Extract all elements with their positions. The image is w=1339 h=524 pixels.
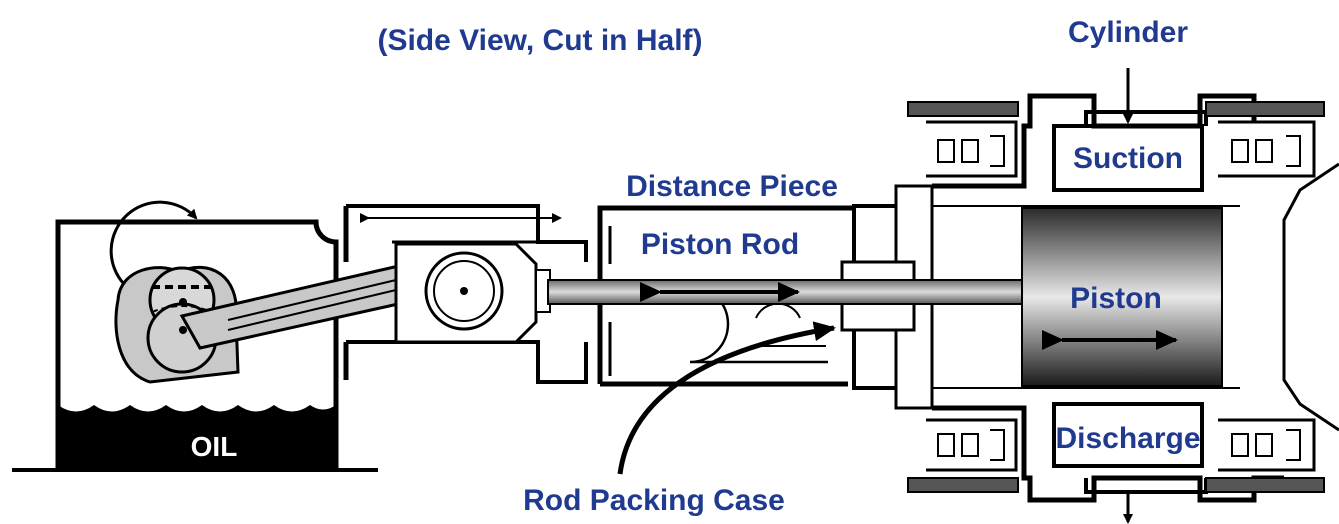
distance-piece-label: Distance Piece (626, 170, 838, 203)
cylinder-label: Cylinder (1068, 16, 1188, 49)
valve-suction-left (907, 101, 1019, 178)
suction-label: Suction (1073, 142, 1183, 175)
rod-packing-case-label: Rod Packing Case (523, 484, 785, 517)
valve-discharge-left (907, 418, 1019, 493)
piston-label: Piston (1070, 282, 1162, 315)
oil-sump (58, 405, 336, 470)
view-note-label: (Side View, Cut in Half) (377, 24, 702, 57)
distance-piece (597, 205, 854, 387)
discharge-label: Discharge (1055, 422, 1200, 455)
crosshead (394, 242, 551, 344)
rotation-arrow-icon (109, 200, 198, 286)
piston-rod-label: Piston Rod (641, 228, 799, 261)
valve-discharge-right (1205, 418, 1325, 493)
rod-packing-pointer-arrow (617, 321, 836, 475)
oil-label: OIL (191, 431, 238, 462)
valve-suction-right (1205, 101, 1325, 178)
piston (1021, 207, 1223, 387)
